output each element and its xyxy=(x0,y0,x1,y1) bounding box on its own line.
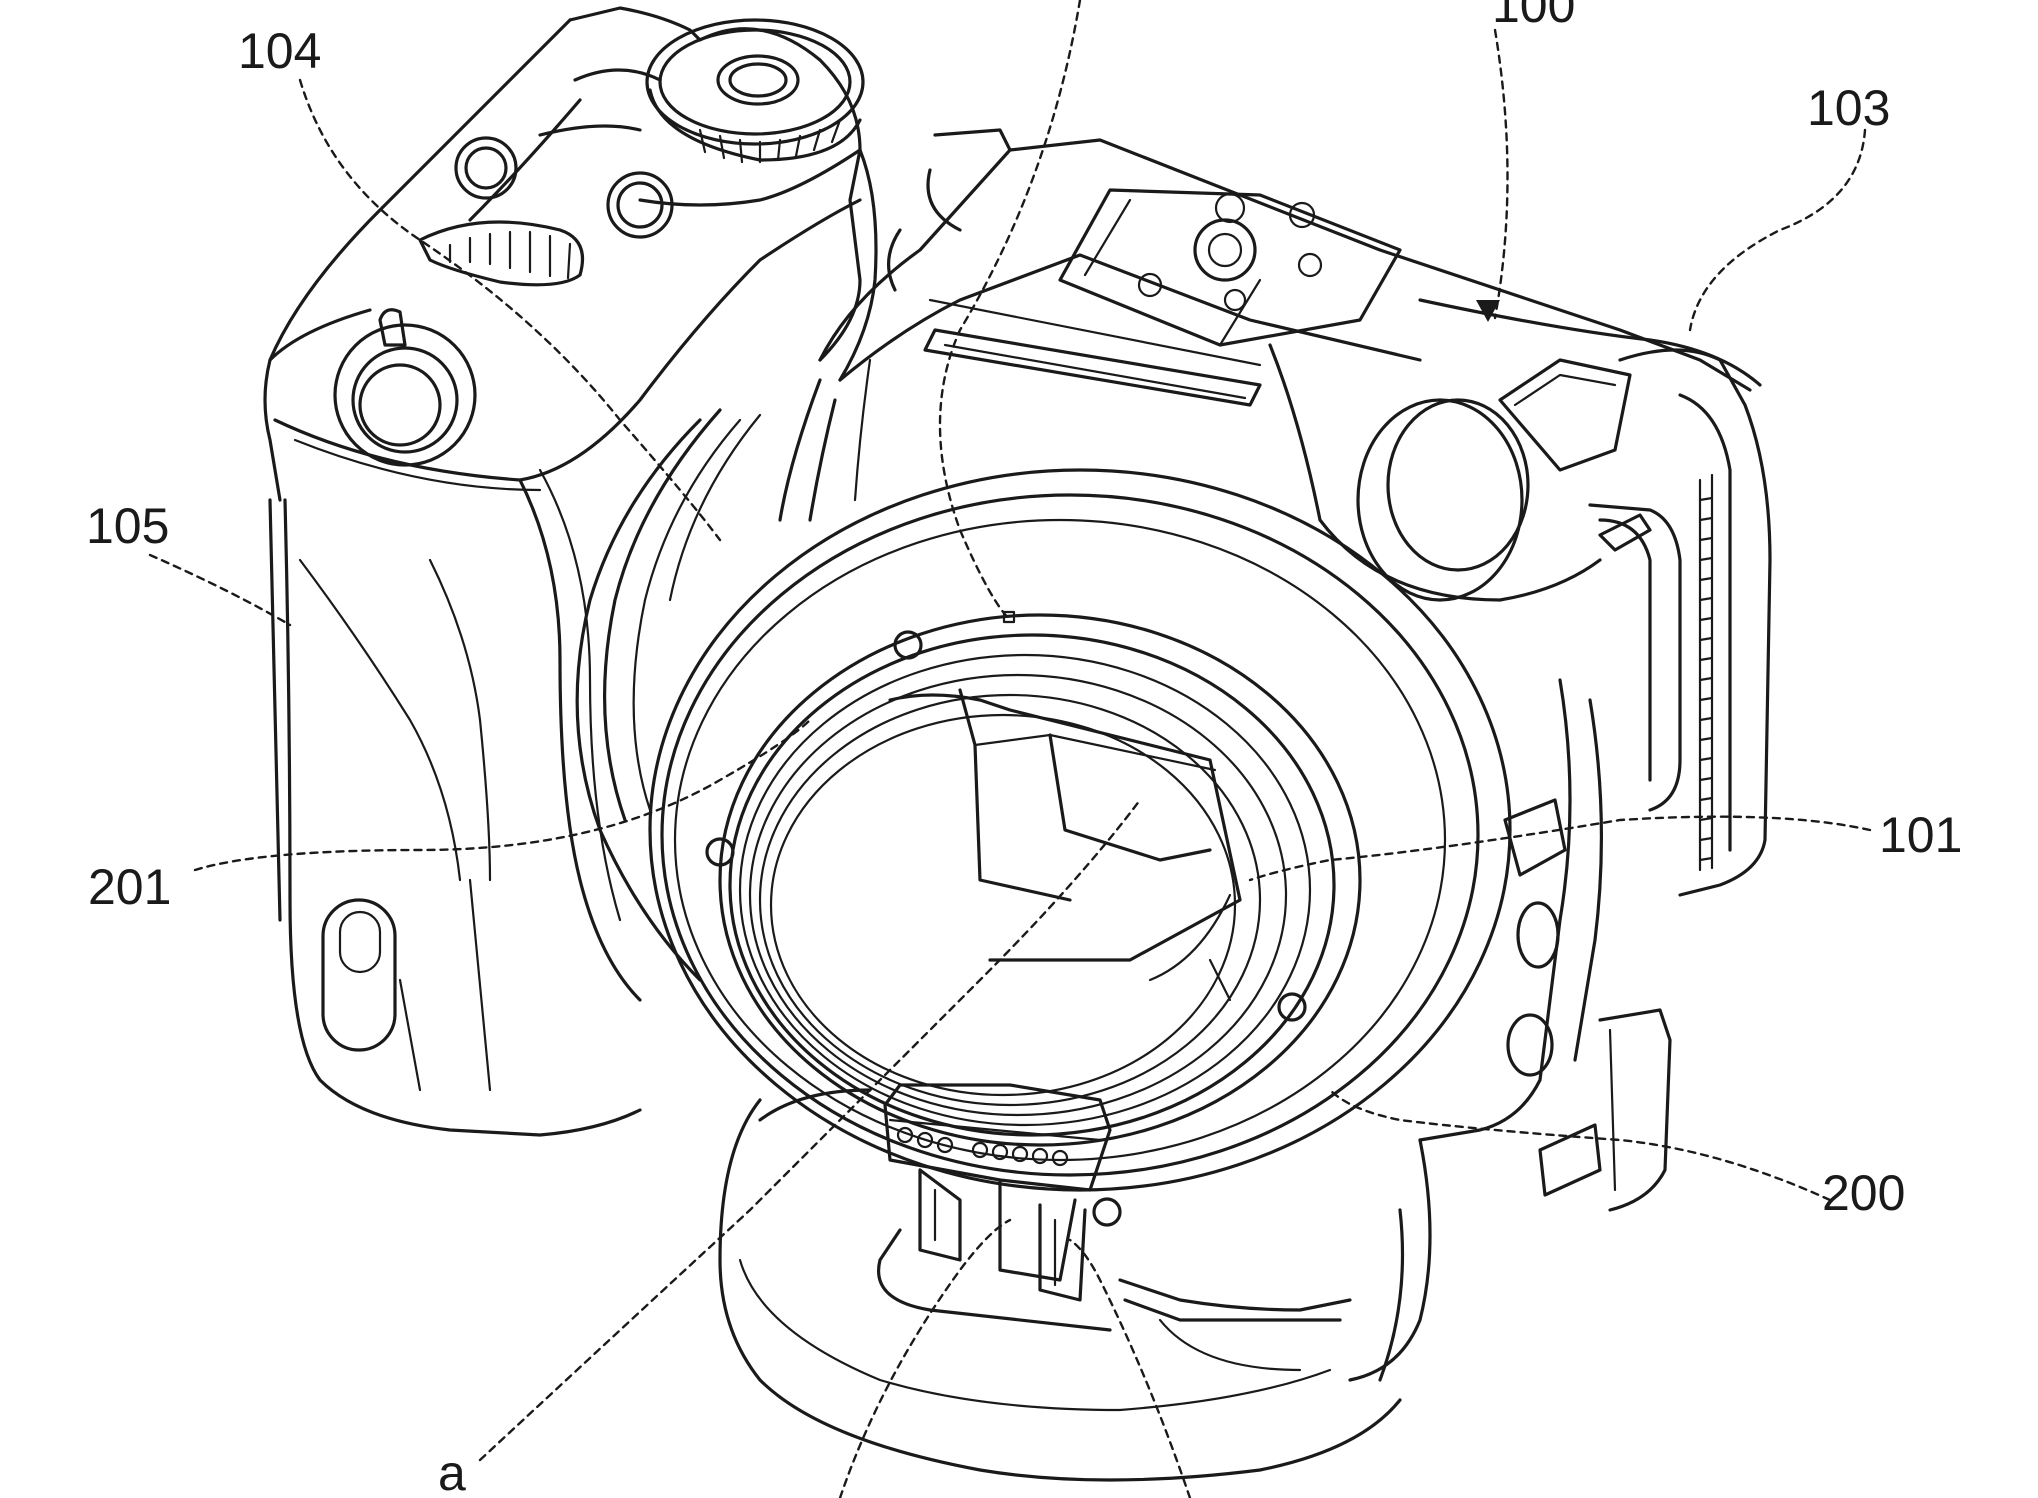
grip xyxy=(263,6,878,1137)
adapter-foot xyxy=(718,1088,1405,1482)
label-100: 100 xyxy=(1492,0,1575,33)
grip-button xyxy=(321,898,397,1052)
label-a: a xyxy=(438,1445,466,1498)
label-201: 201 xyxy=(88,859,171,915)
label-103: 103 xyxy=(1807,80,1890,136)
shutter-button xyxy=(333,308,477,467)
label-200: 200 xyxy=(1822,1165,1905,1221)
label-104: 104 xyxy=(238,23,321,79)
camera-body xyxy=(778,128,1772,1382)
electrical-contacts xyxy=(883,1083,1112,1302)
side-buttons xyxy=(1503,798,1602,1197)
reference-labels: 100 103 104 105 201 101 200 a xyxy=(86,0,1962,1498)
leader-lines xyxy=(148,0,1872,1498)
label-101: 101 xyxy=(1879,807,1962,863)
label-105: 105 xyxy=(86,498,169,554)
mode-dial xyxy=(645,18,865,164)
lcd-hinge-hatching xyxy=(1698,473,1714,872)
mount-adapter xyxy=(575,408,1512,1332)
hot-shoe xyxy=(1058,188,1402,347)
thumb-wheel xyxy=(418,220,585,287)
right-control-button xyxy=(1356,398,1530,602)
